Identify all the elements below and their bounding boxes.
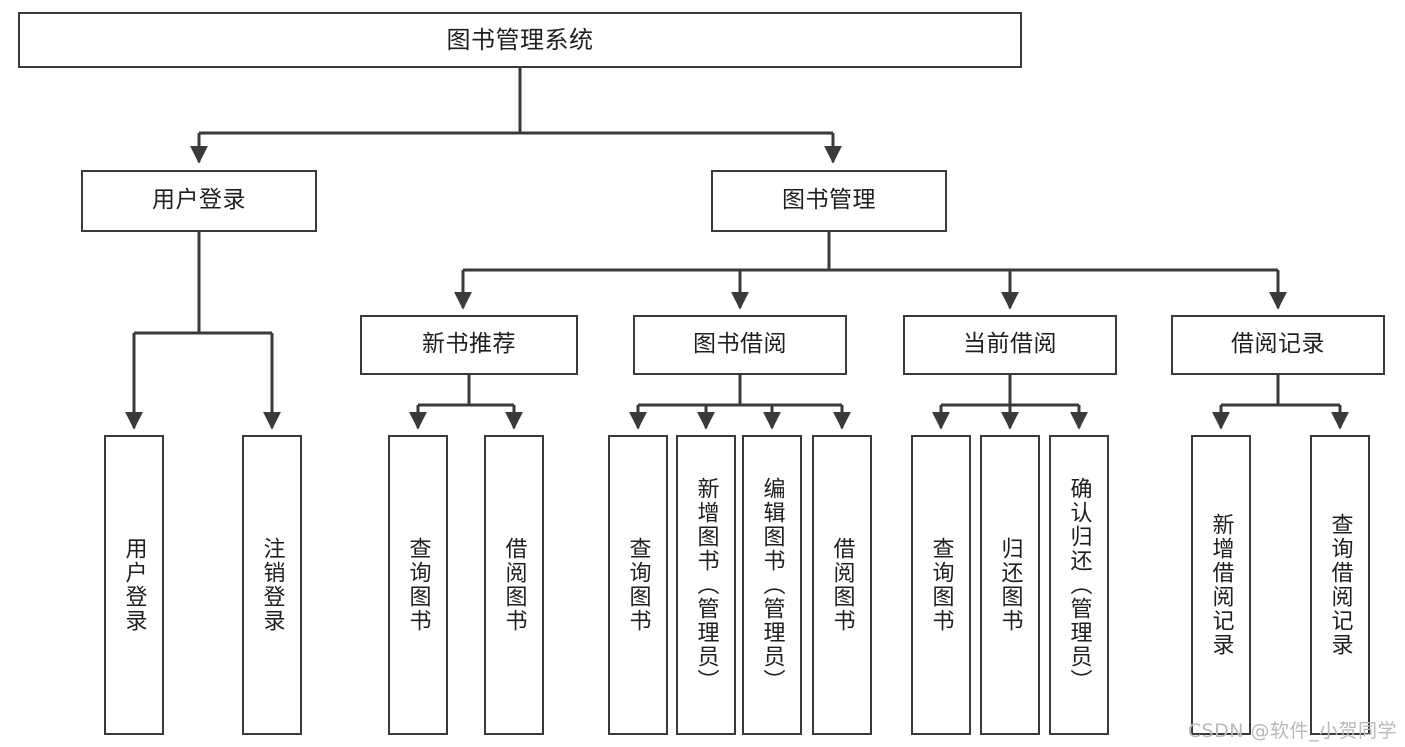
node-book-borrow[interactable]: 图书借阅 (633, 315, 847, 375)
node-leaf-add-borrow-record[interactable]: 新增借阅记录 (1191, 435, 1251, 735)
node-leaf-confirm-return-admin[interactable]: 确认归还（管理员） (1049, 435, 1109, 735)
node-leaf-query-book-borrow[interactable]: 查询图书 (608, 435, 668, 735)
node-leaf-confirm-return-admin-label: 确认归还（管理员） (1066, 477, 1092, 693)
node-leaf-borrow-book-label: 借阅图书 (829, 537, 855, 633)
node-leaf-query-book-current-label: 查询图书 (928, 537, 954, 633)
node-leaf-query-book-recommend-label: 查询图书 (405, 537, 431, 633)
node-leaf-add-book-admin-label: 新增图书（管理员） (693, 477, 719, 693)
node-leaf-add-borrow-record-label: 新增借阅记录 (1208, 513, 1234, 657)
node-leaf-return-book-label: 归还图书 (997, 537, 1023, 633)
node-root-system[interactable]: 图书管理系统 (18, 12, 1022, 68)
node-leaf-logout[interactable]: 注销登录 (242, 435, 302, 735)
node-new-book-recommend-label: 新书推荐 (422, 331, 516, 358)
node-leaf-borrow-book-recommend[interactable]: 借阅图书 (484, 435, 544, 735)
node-leaf-user-login-label: 用户登录 (121, 537, 147, 633)
node-leaf-edit-book-admin-label: 编辑图书（管理员） (759, 477, 785, 693)
node-leaf-user-login[interactable]: 用户登录 (104, 435, 164, 735)
node-book-management[interactable]: 图书管理 (711, 170, 947, 232)
node-borrow-records-label: 借阅记录 (1231, 331, 1325, 358)
node-current-borrow[interactable]: 当前借阅 (903, 315, 1117, 375)
node-leaf-query-book-current[interactable]: 查询图书 (911, 435, 971, 735)
node-root-system-label: 图书管理系统 (446, 25, 594, 54)
node-borrow-records[interactable]: 借阅记录 (1171, 315, 1385, 375)
node-leaf-add-book-admin[interactable]: 新增图书（管理员） (676, 435, 736, 735)
node-leaf-query-book-recommend[interactable]: 查询图书 (388, 435, 448, 735)
node-leaf-borrow-book-recommend-label: 借阅图书 (501, 537, 527, 633)
csdn-watermark: CSDN @软件_小贺同学 (1187, 720, 1397, 742)
node-leaf-query-book-borrow-label: 查询图书 (625, 537, 651, 633)
node-leaf-return-book[interactable]: 归还图书 (980, 435, 1040, 735)
node-leaf-query-borrow-record-label: 查询借阅记录 (1327, 513, 1353, 657)
node-book-borrow-label: 图书借阅 (693, 331, 787, 358)
node-user-login[interactable]: 用户登录 (81, 170, 317, 232)
node-book-management-label: 图书管理 (782, 187, 876, 214)
node-leaf-logout-label: 注销登录 (259, 537, 285, 633)
node-leaf-query-borrow-record[interactable]: 查询借阅记录 (1310, 435, 1370, 735)
node-current-borrow-label: 当前借阅 (963, 331, 1057, 358)
node-leaf-edit-book-admin[interactable]: 编辑图书（管理员） (742, 435, 802, 735)
node-new-book-recommend[interactable]: 新书推荐 (360, 315, 578, 375)
node-user-login-label: 用户登录 (152, 187, 246, 214)
node-leaf-borrow-book[interactable]: 借阅图书 (812, 435, 872, 735)
